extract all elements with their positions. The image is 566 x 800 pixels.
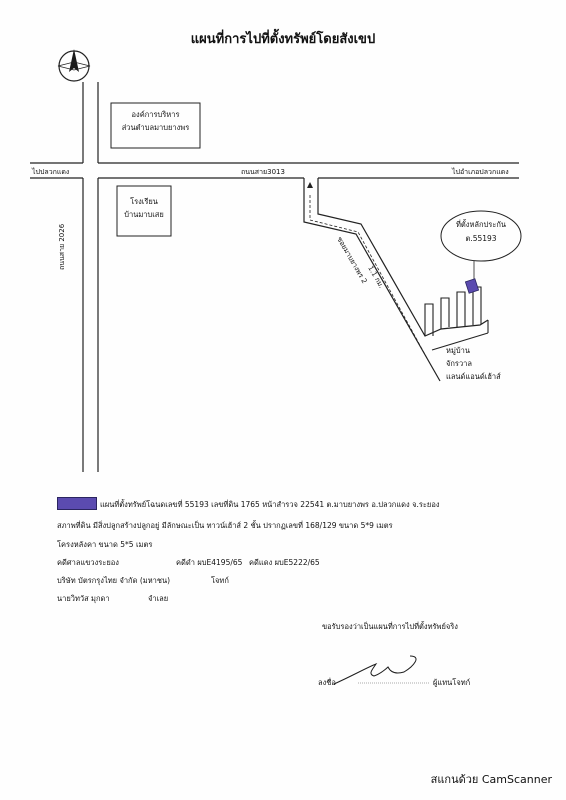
village-label-line1: หมู่บ้าน [446,346,470,355]
route-arrow [309,195,429,361]
certification-text: ขอรับรองว่าเป็นแผนที่การไปที่ตั้งทรัพย์จ… [322,622,458,631]
village-label-line2: จักรวาล [446,359,472,368]
main-road [30,162,519,179]
village-label-line3: แลนด์แอนด์เฮ้าส์ [446,372,501,381]
info-line-3: โครงหลังคา ขนาด 5*5 เมตร [57,540,153,549]
sign-label: ลงชื่อ [318,678,336,687]
defendant-name: นายวิทวัส มุกดา [57,594,110,603]
vertical-road [82,82,99,472]
property-label-line1: ที่ตั้งหลักประกัน [455,220,507,229]
property-callout [440,210,522,262]
road-direction-left: ไปปลวกแดง [32,168,70,176]
north-arrow-icon [57,49,91,82]
case-red: คดีแดง ผบE5222/65 [249,558,320,567]
road-direction-right: ไปอำเภอปลวกแดง [452,168,509,176]
plaintiff-name: บริษัท บัตรกรุงไทย จำกัด (มหาชน) [57,576,171,585]
main-road-label: ถนนสาย3013 [241,168,285,176]
signer-role: ผู้แทนโจทก์ [433,678,471,687]
org-building [110,102,201,149]
village-lanes [424,286,489,351]
info-line-1: แผนที่ตั้งทรัพย์โฉนดเลขที่ 55193 เลขที่ด… [100,500,440,509]
court-label: คดีศาลแขวงระยอง [57,558,119,567]
page-title: แผนที่การไปที่ตั้งทรัพย์โดยสังเขป [190,32,376,47]
info-line-2: สภาพที่ดิน มีสิ่งปลูกสร้างปลูกอยู่ มีลัก… [57,521,393,530]
school-building [116,185,172,237]
school-label-line1: โรงเรียน [130,197,158,206]
org-label-line2: ส่วนตำบลมาบยางพร [121,123,190,132]
village-label: หมู่บ้าน จักรวาล แลนด์แอนด์เฮ้าส์ [446,344,520,383]
school-label: โรงเรียน บ้านมาบเสย [117,195,171,221]
scanner-watermark: สแกนด้วย CamScanner [430,773,552,786]
org-label: องค์การบริหาร ส่วนตำบลมาบยางพร [111,108,200,134]
legend-swatch [57,497,97,510]
org-label-line1: องค์การบริหาร [131,110,180,119]
defendant-role: จำเลย [148,594,169,603]
signature [333,655,417,685]
route-arrowhead-icon [307,182,313,188]
property-label-line2: ต.55193 [465,234,497,243]
case-black: คดีดำ ผบE4195/65 [176,558,243,567]
property-marker [464,278,480,294]
plaintiff-role: โจทก์ [211,576,229,585]
property-label: ที่ตั้งหลักประกัน ต.55193 [443,218,519,246]
vertical-road-label: ถนนสาย 2026 [58,223,66,270]
school-label-line2: บ้านมาบเสย [124,210,164,219]
